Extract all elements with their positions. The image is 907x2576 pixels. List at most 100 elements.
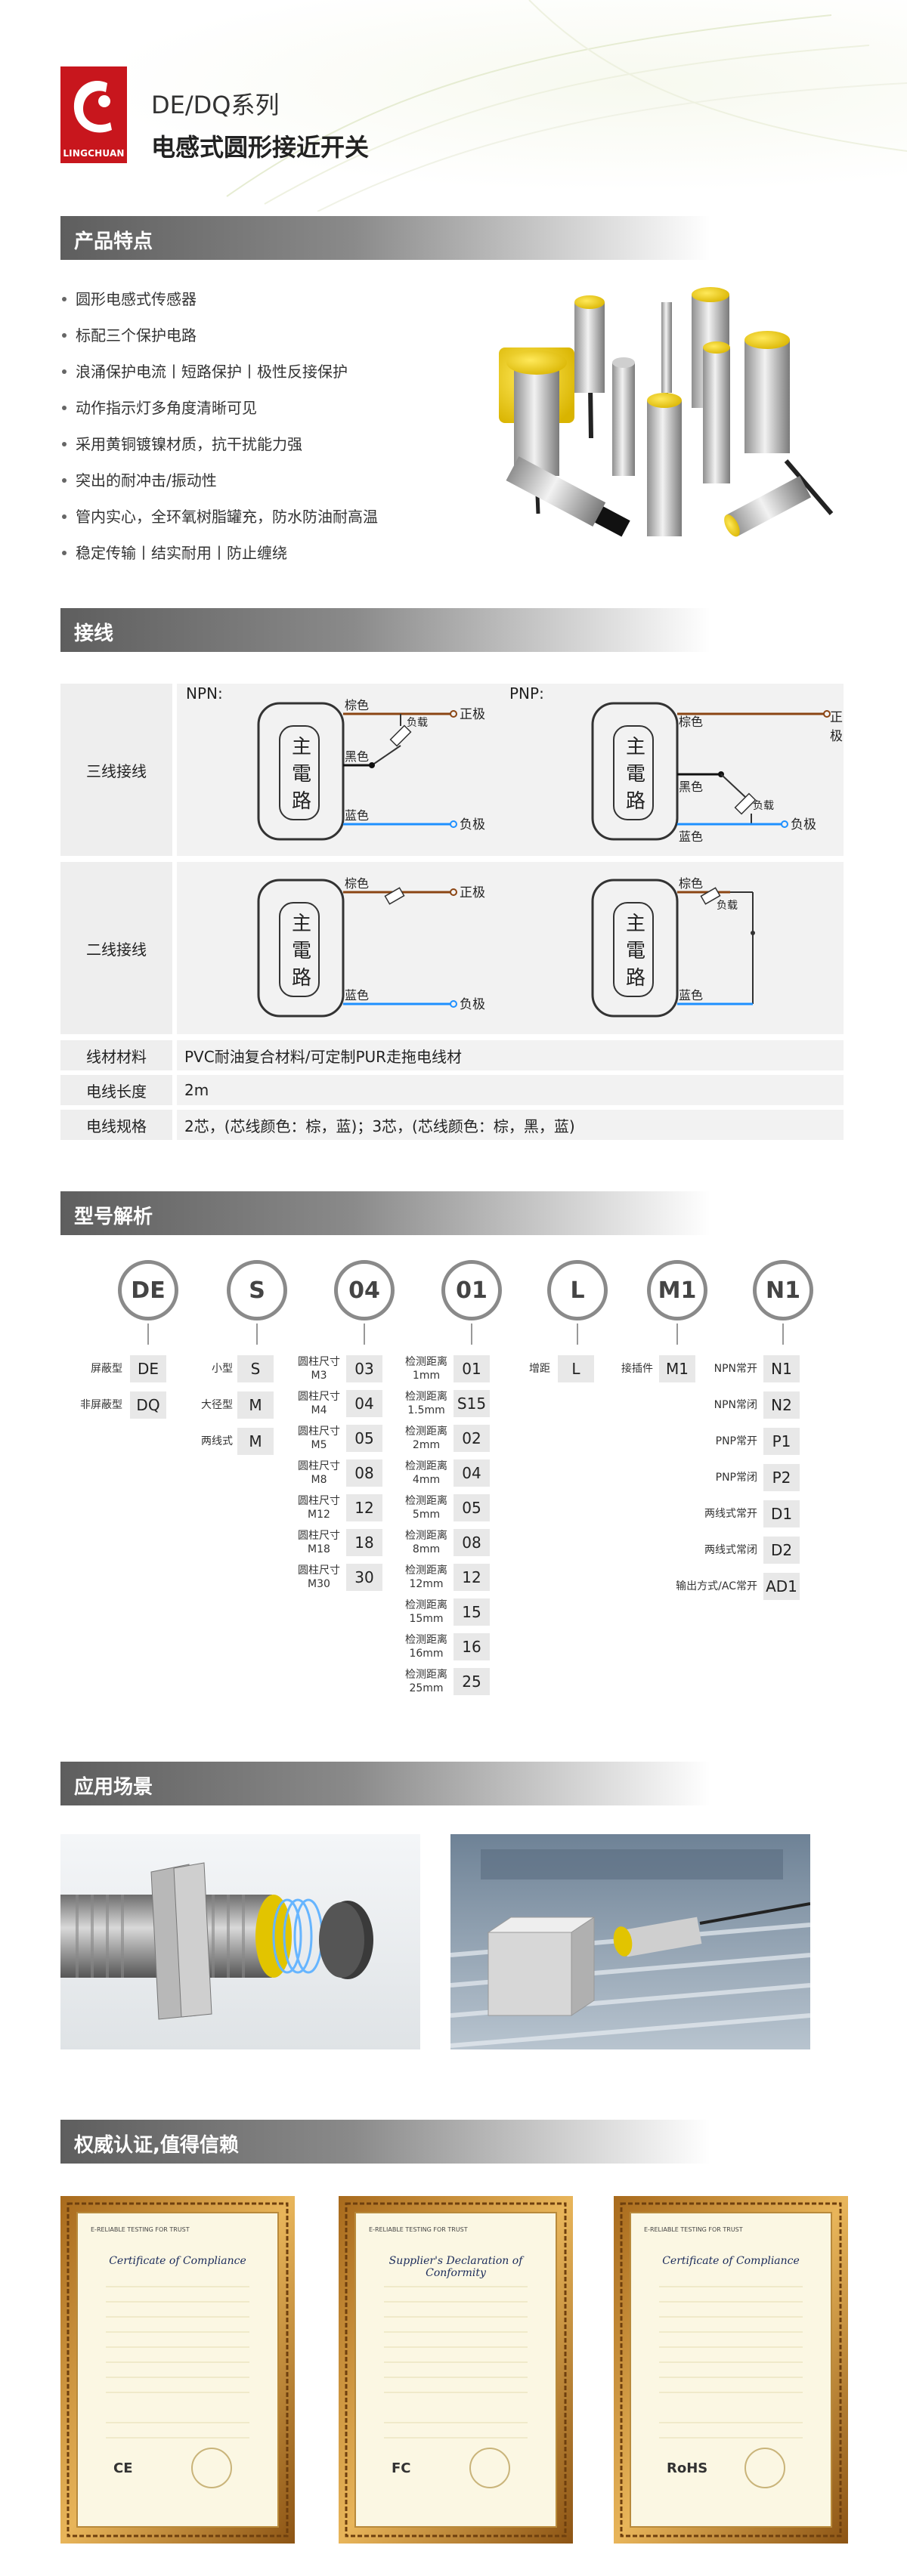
option-code: M xyxy=(237,1428,274,1455)
model-code-circle: DE xyxy=(118,1260,178,1320)
option-code: 08 xyxy=(346,1459,382,1487)
brand-logo-mark xyxy=(73,81,112,133)
model-code-circle: L xyxy=(547,1260,608,1320)
svg-text:棕色: 棕色 xyxy=(679,715,703,729)
option-code: M xyxy=(237,1391,274,1419)
spec-row: 线材材料 PVC耐油复合材料/可定制PUR走拖电线材 xyxy=(60,1040,844,1070)
feature-item: 管内实心，全环氧树脂罐充，防水防油耐高温 xyxy=(60,499,484,535)
option-code: 04 xyxy=(346,1390,382,1417)
option-code: S15 xyxy=(454,1390,490,1417)
option-desc: 接插件 xyxy=(621,1363,653,1375)
bullet-icon xyxy=(62,405,67,410)
feature-item: 浪涌保护电流丨短路保护丨极性反接保护 xyxy=(60,354,484,390)
connector-line xyxy=(364,1324,365,1345)
option-desc: 小型 xyxy=(212,1363,233,1375)
two-wire-diagram: 主 電 路 棕色 正极 蓝色 负极 主 電 路 棕色 负载 xyxy=(177,862,844,1034)
option-desc: 增距 xyxy=(529,1363,550,1375)
connector-line xyxy=(256,1324,258,1345)
npn-label: NPN: xyxy=(186,684,223,703)
svg-text:负极: 负极 xyxy=(460,817,485,832)
series-title: DE/DQ系列 xyxy=(151,91,280,119)
sensor-product-image xyxy=(499,287,834,537)
pnp-positive-label: 正极 xyxy=(830,710,843,744)
wiring-diagram-svg: 主 電 路 棕色 正极 蓝色 负极 主 電 路 棕色 负载 xyxy=(257,876,755,1018)
option-code: 30 xyxy=(346,1564,382,1591)
cert-header: E-RELIABLE TESTING FOR TRUST xyxy=(644,2226,743,2233)
option-code: DE xyxy=(130,1355,166,1382)
pnp-label: PNP: xyxy=(509,684,544,703)
svg-text:棕色: 棕色 xyxy=(345,698,369,712)
certificate-image xyxy=(60,2196,295,2544)
section-title: 权威认证,值得信赖 xyxy=(74,2134,239,2157)
section-header-features: 产品特点 xyxy=(60,216,710,260)
certificate-image xyxy=(614,2196,848,2544)
option-code: D2 xyxy=(763,1537,800,1564)
section-header-model: 型号解析 xyxy=(60,1191,710,1235)
svg-text:電: 電 xyxy=(292,763,311,786)
svg-text:主: 主 xyxy=(292,913,311,935)
connector-line xyxy=(147,1324,149,1345)
svg-text:负载: 负载 xyxy=(753,800,774,812)
svg-text:正极: 正极 xyxy=(460,707,485,722)
svg-text:電: 電 xyxy=(626,940,645,962)
brand-logo: LINGCHUAN xyxy=(60,66,127,163)
application-image-conveyor xyxy=(450,1834,810,2049)
option-desc: 两线式常开 xyxy=(704,1508,757,1520)
feature-list: 圆形电感式传感器 标配三个保护电路 浪涌保护电流丨短路保护丨极性反接保护 动作指… xyxy=(60,281,484,571)
option-desc: 输出方式/AC常开 xyxy=(676,1580,757,1592)
option-code: 01 xyxy=(454,1355,490,1382)
option-code: S xyxy=(237,1355,274,1382)
option-code: N2 xyxy=(763,1391,800,1419)
cert-mark: FC xyxy=(392,2460,411,2476)
section-header-application: 应用场景 xyxy=(60,1762,710,1805)
bullet-icon xyxy=(62,332,67,338)
option-code: 02 xyxy=(454,1425,490,1452)
bullet-icon xyxy=(62,369,67,374)
connector-line xyxy=(577,1324,578,1345)
svg-text:蓝色: 蓝色 xyxy=(679,829,703,844)
brand-logo-text: LINGCHUAN xyxy=(63,148,125,159)
product-title: 电感式圆形接近开关 xyxy=(151,133,370,162)
svg-text:负载: 负载 xyxy=(407,717,428,729)
load-resistor xyxy=(389,724,412,747)
svg-text:棕色: 棕色 xyxy=(679,876,703,891)
svg-text:主: 主 xyxy=(626,736,645,758)
svg-text:主: 主 xyxy=(292,736,311,758)
load-resistor xyxy=(734,792,757,815)
svg-text:棕色: 棕色 xyxy=(345,876,369,891)
section-header-certification: 权威认证,值得信赖 xyxy=(60,2120,710,2164)
option-desc: 屏蔽型 xyxy=(91,1363,122,1375)
option-desc: PNP常开 xyxy=(715,1435,757,1447)
feature-item: 动作指示灯多角度清晰可见 xyxy=(60,390,484,426)
model-code-circle: S xyxy=(227,1260,287,1320)
cert-title: Supplier's Declaration of Conformity xyxy=(388,2255,523,2279)
three-wire-diagram: NPN: 主 電 路 棕色 正极 负载 黑色 xyxy=(177,684,844,856)
wiring-row-three-wire: 三线接线 NPN: 主 電 路 棕色 正极 负载 xyxy=(60,684,844,856)
option-code: 18 xyxy=(346,1529,382,1556)
model-code-circle: M1 xyxy=(647,1260,707,1320)
bullet-icon xyxy=(62,477,67,483)
option-code: 03 xyxy=(346,1355,382,1382)
svg-text:负极: 负极 xyxy=(460,997,485,1012)
option-desc: NPN常闭 xyxy=(714,1399,757,1411)
certificate-frame: E-RELIABLE TESTING FOR TRUST Certificate … xyxy=(60,2196,295,2544)
cert-header: E-RELIABLE TESTING FOR TRUST xyxy=(91,2226,190,2233)
load-resistor xyxy=(384,887,405,905)
main-circuit-inner xyxy=(613,725,654,820)
row-label: 二线接线 xyxy=(60,862,172,1034)
model-code-circle: 01 xyxy=(441,1260,502,1320)
svg-text:蓝色: 蓝色 xyxy=(679,988,703,1002)
cert-title: Certificate of Compliance xyxy=(109,2255,246,2267)
option-code: N1 xyxy=(763,1355,800,1382)
svg-text:路: 路 xyxy=(626,967,645,990)
